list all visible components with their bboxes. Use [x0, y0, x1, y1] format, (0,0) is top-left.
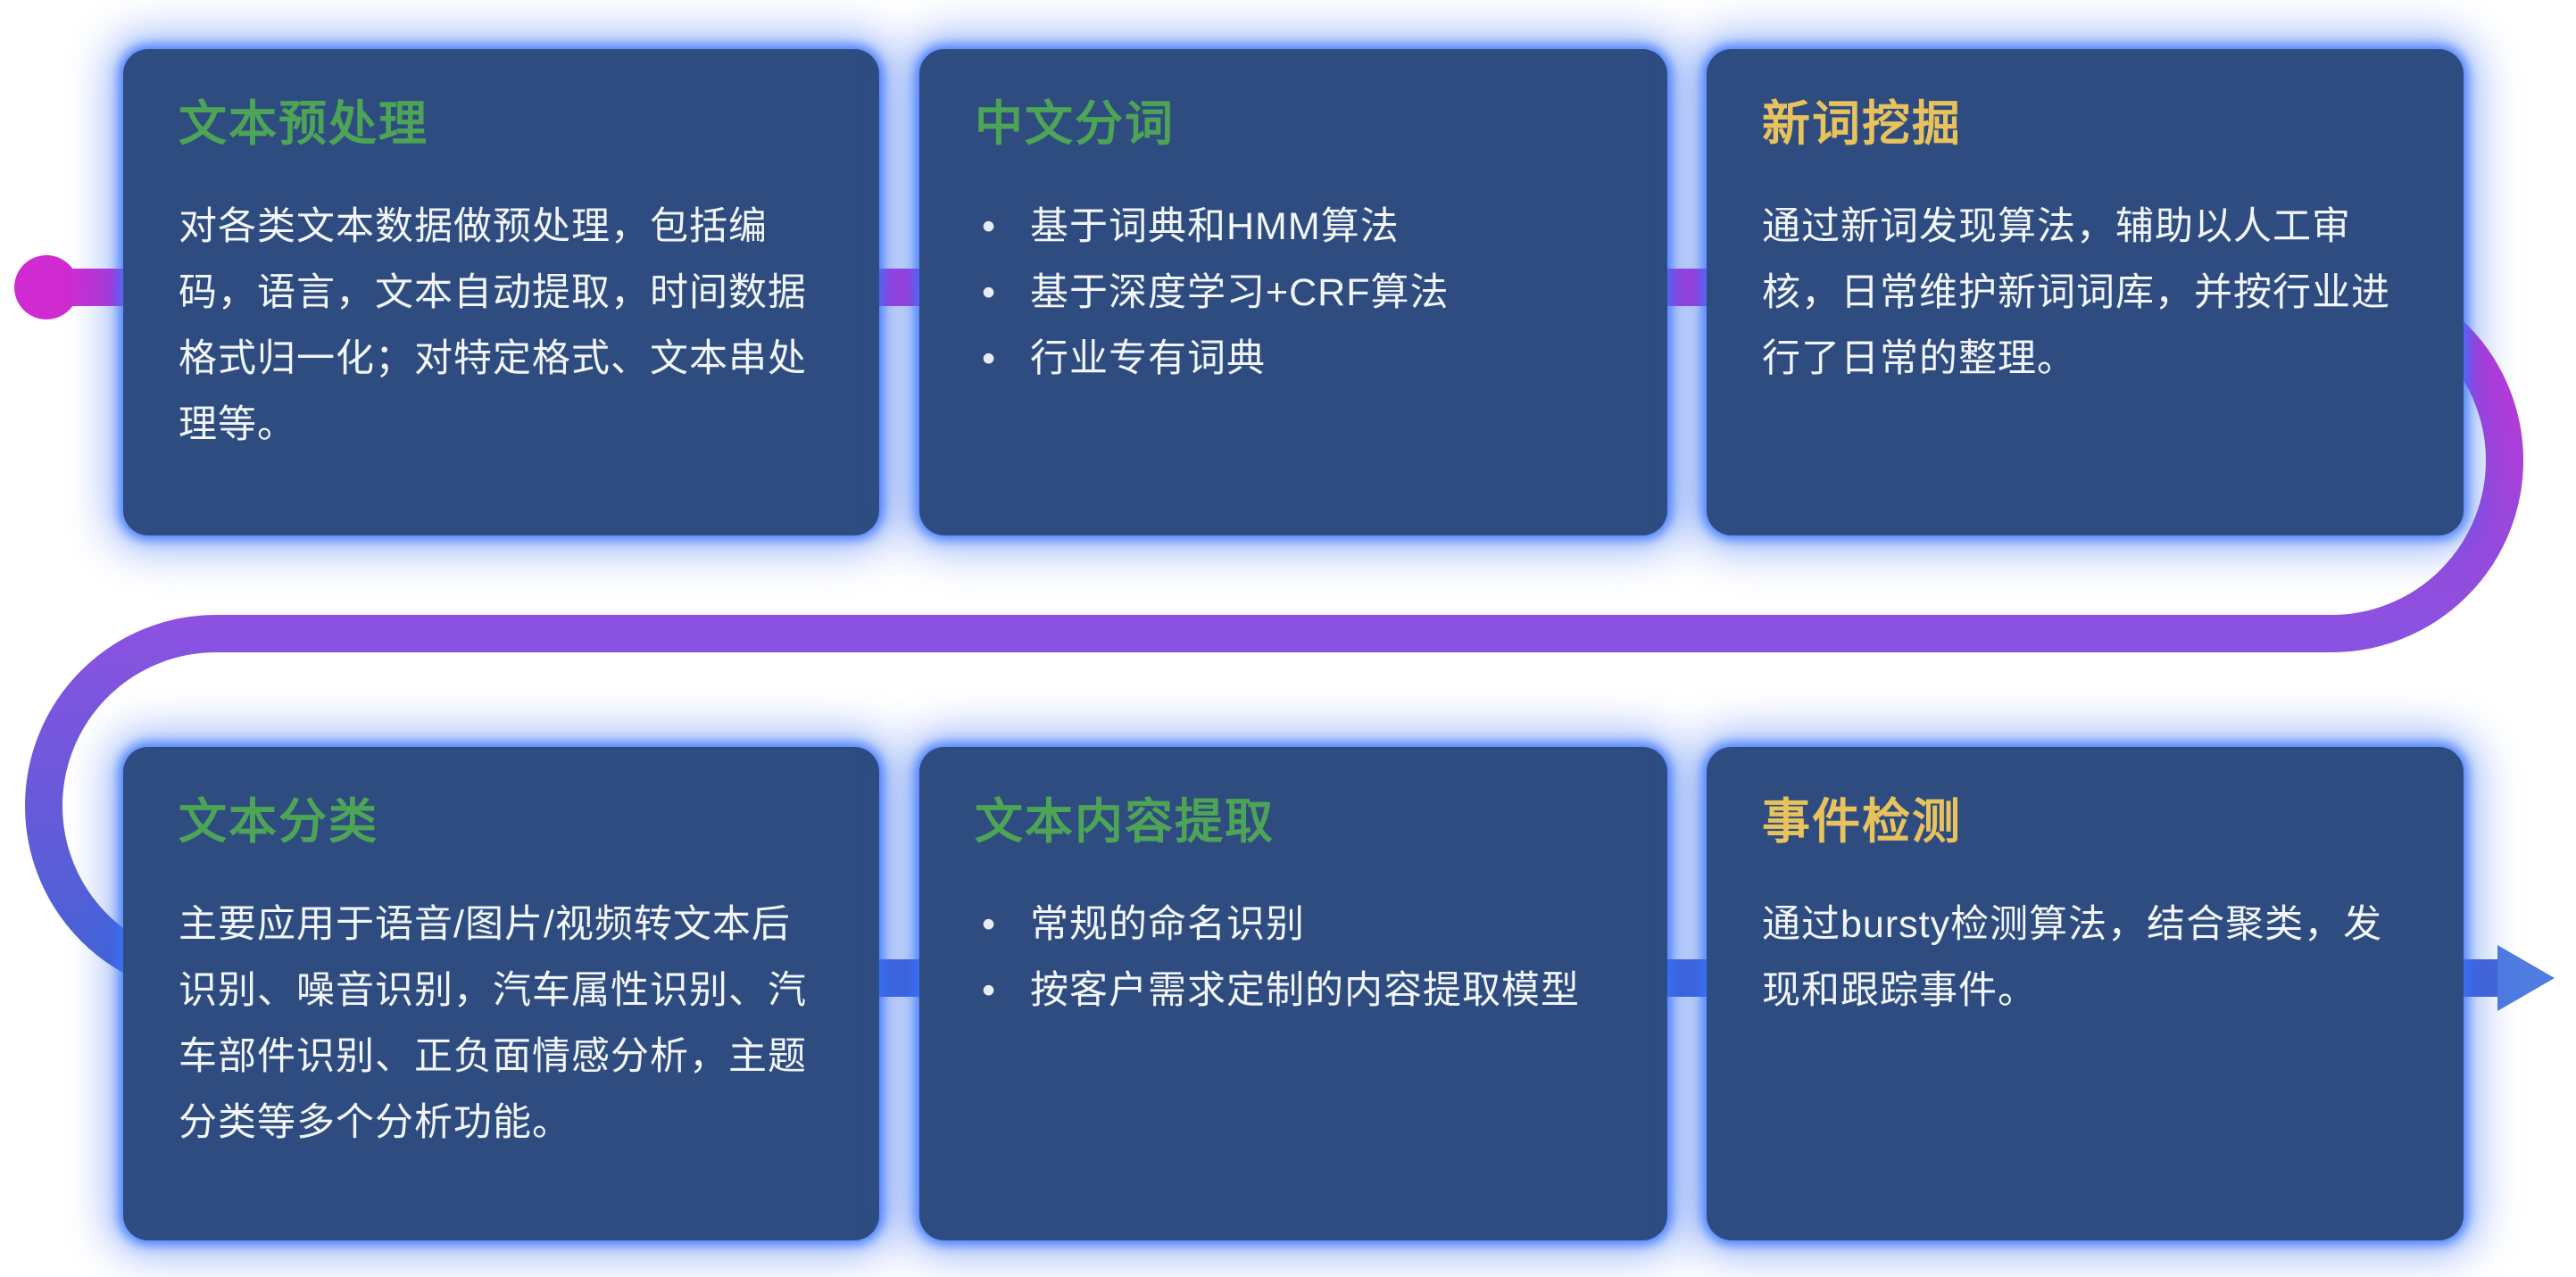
bullet-item: 按客户需求定制的内容提取模型 [975, 958, 1612, 1024]
card-bullet-list: 基于词典和HMM算法 基于深度学习+CRF算法 行业专有词典 [975, 195, 1612, 393]
card-body: 对各类文本数据做预处理，包括编码，语言，文本自动提取，时间数据格式归一化；对特定… [179, 204, 807, 446]
card-title: 事件检测 [1762, 795, 1962, 849]
card-body: 主要应用于语音/图片/视频转文本后识别、噪音识别，汽车属性识别、汽车部件识别、正… [179, 902, 807, 1144]
bullet-item: 基于深度学习+CRF算法 [975, 261, 1612, 327]
card-text-content-extraction: 文本内容提取 常规的命名识别 按客户需求定制的内容提取模型 [919, 747, 1667, 1240]
card-chinese-word-segmentation: 中文分词 基于词典和HMM算法 基于深度学习+CRF算法 行业专有词典 [919, 49, 1667, 535]
flow-arrow-icon [2497, 945, 2555, 1011]
bullet-item: 行业专有词典 [975, 327, 1612, 393]
card-text-classification: 文本分类 主要应用于语音/图片/视频转文本后识别、噪音识别，汽车属性识别、汽车部… [123, 747, 879, 1240]
card-bullet-list: 常规的命名识别 按客户需求定制的内容提取模型 [975, 892, 1612, 1024]
card-title: 新词挖掘 [1762, 97, 1962, 151]
card-title: 文本内容提取 [975, 795, 1275, 849]
card-new-word-mining: 新词挖掘 通过新词发现算法，辅助以人工审核，日常维护新词词库，并按行业进行了日常… [1707, 49, 2464, 535]
card-body: 通过新词发现算法，辅助以人工审核，日常维护新词词库，并按行业进行了日常的整理。 [1762, 204, 2390, 380]
flow-start-dot [14, 255, 79, 319]
card-event-detection: 事件检测 通过bursty检测算法，结合聚类，发现和跟踪事件。 [1707, 747, 2464, 1240]
bullet-item: 基于词典和HMM算法 [975, 195, 1612, 261]
card-title: 文本预处理 [179, 97, 428, 151]
card-text-preprocessing: 文本预处理 对各类文本数据做预处理，包括编码，语言，文本自动提取，时间数据格式归… [123, 49, 879, 535]
flow-path [24, 269, 2524, 997]
card-title: 文本分类 [179, 795, 378, 849]
card-title: 中文分词 [975, 97, 1175, 151]
bullet-item: 常规的命名识别 [975, 892, 1612, 958]
card-body: 通过bursty检测算法，结合聚类，发现和跟踪事件。 [1762, 902, 2383, 1012]
